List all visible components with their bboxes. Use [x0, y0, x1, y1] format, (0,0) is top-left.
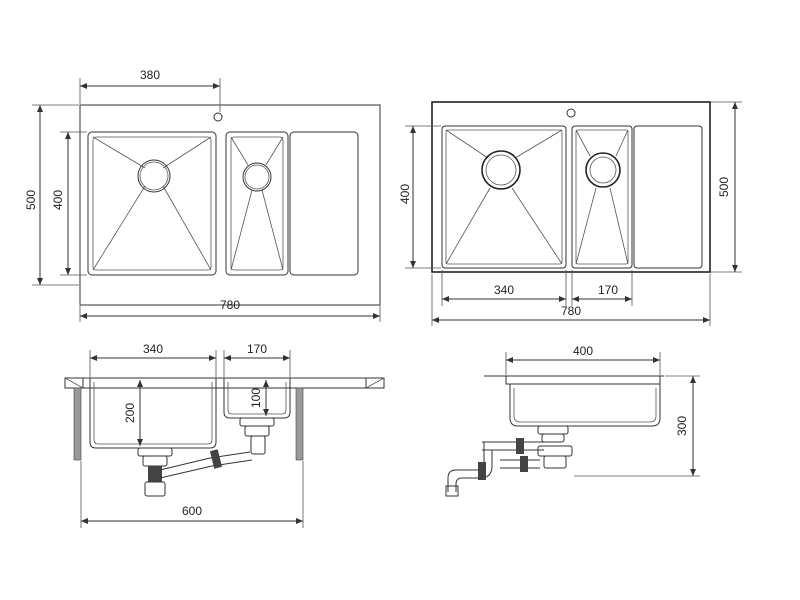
sink-outline	[431, 101, 711, 273]
cabinet-wall-right	[295, 387, 304, 461]
large-bowl	[441, 125, 567, 269]
dim-500-label: 500	[717, 177, 731, 197]
dim-300-label: 300	[675, 416, 689, 436]
drainboard	[633, 125, 703, 269]
small-bowl	[571, 125, 633, 269]
cabinet-wall-left	[73, 387, 82, 461]
dim-600-label: 600	[182, 504, 202, 518]
large-bowl-drain	[137, 159, 171, 193]
dim-400-label: 400	[51, 190, 65, 210]
dim-400-label: 400	[573, 344, 593, 358]
large-bowl-drain	[481, 150, 521, 190]
section-view-left: 340 170 200 100 600	[64, 342, 385, 528]
dim-780-label: 780	[561, 304, 581, 318]
dim-380-label: 380	[140, 68, 160, 82]
plan-view-right: 500 400 340 170 780	[398, 101, 742, 326]
dim-340-label: 340	[494, 283, 514, 297]
large-bowl	[87, 131, 217, 276]
drainboard	[289, 131, 359, 276]
dim-340-label: 340	[143, 342, 163, 356]
sink-outline	[79, 104, 381, 306]
dim-170-label: 170	[598, 283, 618, 297]
small-bowl-drain	[585, 152, 621, 188]
dim-100-label: 100	[249, 388, 263, 408]
tap-hole	[566, 108, 576, 118]
bowl-section	[509, 384, 661, 427]
dim-780-label: 780	[220, 298, 240, 312]
section-view-right: 400 300	[445, 344, 700, 497]
tap-hole	[213, 112, 223, 122]
small-bowl-drain	[242, 162, 272, 192]
dim-170-label: 170	[247, 342, 267, 356]
dim-200-label: 200	[123, 403, 137, 423]
plan-view-left: 380 500 400 780	[24, 68, 381, 322]
dim-500-label: 500	[24, 190, 38, 210]
small-bowl	[225, 131, 289, 276]
dim-400-label: 400	[398, 184, 412, 204]
